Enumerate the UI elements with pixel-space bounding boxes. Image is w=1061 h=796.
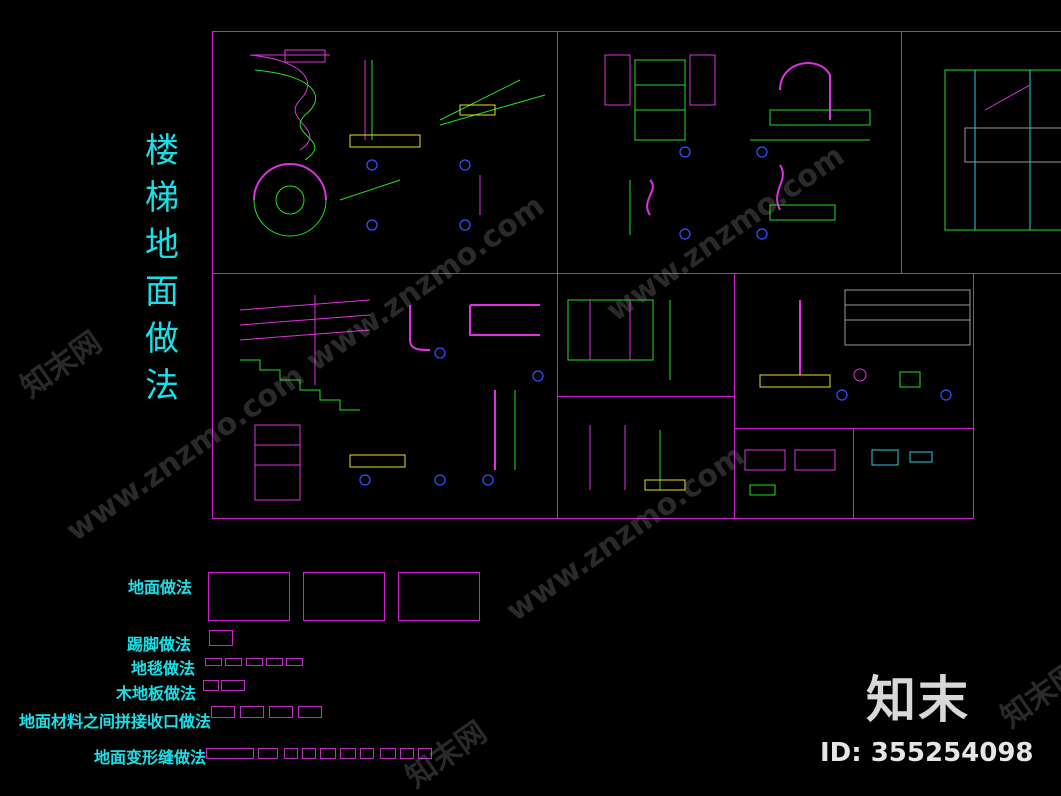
carpet-detail-sheet (286, 658, 303, 666)
carpet-detail-sheet (266, 658, 283, 666)
detail-marker (434, 474, 446, 486)
detail-marker (459, 219, 471, 231)
spiral-elevation (254, 69, 317, 161)
joint-detail-sheet (240, 706, 264, 718)
balustrade-drawing (759, 289, 971, 388)
title-char: 地 (145, 225, 179, 265)
carpet-detail-sheet (246, 658, 263, 666)
detail-marker (366, 159, 378, 171)
expansion-detail-sheet (418, 748, 432, 759)
detail-marker (366, 219, 378, 231)
expansion-detail-sheet (206, 748, 254, 759)
wood-floor-detail-sheet (203, 680, 219, 691)
frame-glass-railing (901, 31, 1061, 274)
skirting-detail-sheet (209, 630, 233, 646)
title-char: 法 (145, 366, 179, 406)
step-detail-drawing (744, 449, 933, 496)
carpet-detail-sheet (205, 658, 222, 666)
brand-logo: 知末 (866, 671, 970, 729)
spiral-stair-drawing (249, 49, 546, 237)
detail-marker (482, 474, 494, 486)
carpet-detail-sheet (225, 658, 242, 666)
frame-nosing-detail (853, 428, 974, 519)
detail-marker (756, 228, 768, 240)
detail-marker (434, 347, 446, 359)
detail-marker (359, 474, 371, 486)
joint-detail-sheet (269, 706, 293, 718)
spiral-plan-rail (253, 163, 327, 201)
railing-detail-drawing (567, 299, 686, 491)
detail-marker (756, 146, 768, 158)
section-label-floor: 地面做法 (128, 578, 193, 597)
section-label-joint: 地面材料之间拼接收口做法 (19, 712, 212, 731)
spiral-elevation (249, 54, 311, 151)
title-char: 面 (145, 272, 179, 312)
floor-detail-sheet (208, 572, 290, 621)
expansion-detail-sheet (400, 748, 414, 759)
expansion-detail-sheet (302, 748, 316, 759)
section-label-carpet: 地毯做法 (131, 659, 196, 678)
joint-detail-sheet (298, 706, 322, 718)
expansion-detail-sheet (258, 748, 278, 759)
expansion-detail-sheet (320, 748, 336, 759)
detail-marker (836, 389, 848, 401)
title-char: 楼 (145, 131, 179, 171)
section-label-skirting: 踢脚做法 (127, 635, 192, 654)
straight-stair-drawing (239, 295, 540, 501)
floor-detail-sheet (303, 572, 385, 621)
detail-marker (679, 146, 691, 158)
title-char: 做 (145, 319, 179, 359)
expansion-detail-sheet (360, 748, 374, 759)
detail-marker (940, 389, 952, 401)
title-char: 梯 (145, 178, 179, 218)
expansion-detail-sheet (380, 748, 396, 759)
floor-detail-sheet (398, 572, 480, 621)
detail-marker (459, 159, 471, 171)
glass-railing-drawing (944, 69, 1061, 231)
asset-id-label: ID: 355254098 (820, 738, 1034, 768)
expansion-detail-sheet (340, 748, 356, 759)
detail-markers (359, 146, 952, 486)
expansion-detail-sheet (284, 748, 298, 759)
detail-marker (532, 370, 544, 382)
stair-elevation-drawing (604, 54, 871, 235)
detail-marker (679, 228, 691, 240)
section-label-expansion: 地面变形缝做法 (94, 748, 207, 767)
wood-floor-detail-sheet (221, 680, 245, 691)
sheet-title: 楼 梯 地 面 做 法 (140, 128, 184, 410)
joint-detail-sheet (211, 706, 235, 718)
section-label-wood-floor: 木地板做法 (116, 684, 197, 703)
